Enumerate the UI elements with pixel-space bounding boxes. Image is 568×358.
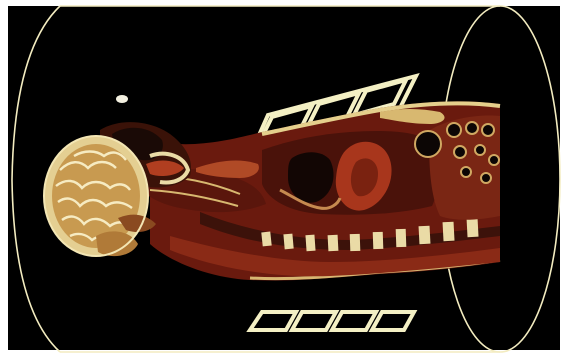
brain (52, 144, 140, 248)
image-speck (116, 95, 128, 103)
